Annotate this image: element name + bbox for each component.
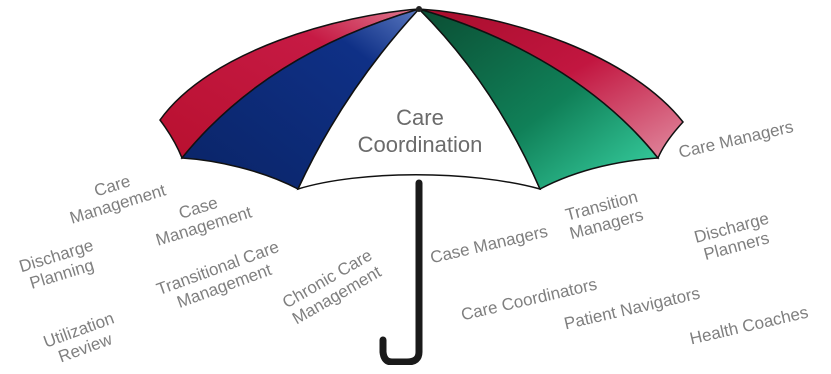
center-title-line-2: Coordination	[357, 132, 483, 157]
umbrella-graphic	[159, 6, 684, 365]
center-title-line-1: Care	[396, 105, 444, 130]
center-title: Care Coordination	[335, 104, 505, 158]
canopy-panel-red-right	[418, 8, 684, 160]
umbrella-tip	[416, 6, 422, 12]
umbrella-handle	[379, 179, 423, 365]
